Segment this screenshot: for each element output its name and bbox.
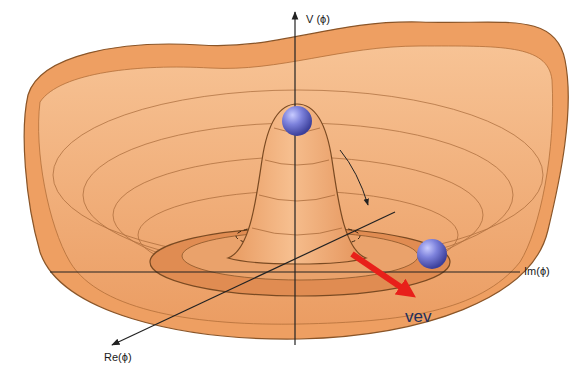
axis-label: V (ϕ): [306, 14, 330, 25]
vev-label: vev: [405, 308, 431, 325]
axis-label: Re(ϕ): [104, 352, 132, 363]
axis-label: Im(ϕ): [524, 266, 550, 277]
